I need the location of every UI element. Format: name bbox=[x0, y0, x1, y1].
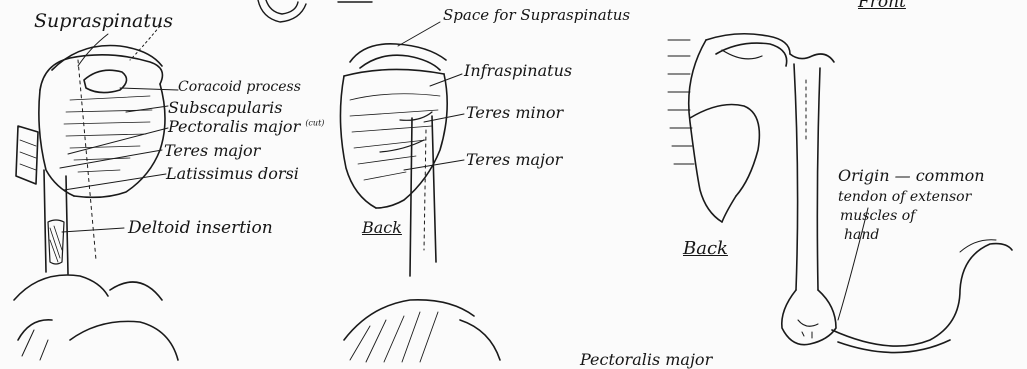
label-subscapularis: Subscapularis bbox=[168, 100, 282, 116]
label-cut: (cut) bbox=[305, 119, 324, 128]
label-coracoid-process: Coracoid process bbox=[178, 80, 301, 94]
label-latissimus-dorsi: Latissimus dorsi bbox=[166, 166, 299, 182]
label-front: Front bbox=[858, 0, 906, 11]
label-pectoralis-major: Pectoralis major (cut) bbox=[168, 119, 324, 135]
label-deltoid-insertion: Deltoid insertion bbox=[128, 220, 273, 237]
label-supraspinatus: Supraspinatus bbox=[34, 12, 173, 31]
label-infraspinatus: Infraspinatus bbox=[464, 63, 572, 79]
scapula-back-figure bbox=[340, 22, 464, 276]
label-teres-major-left: Teres major bbox=[164, 143, 260, 159]
label-origin-line1: Origin — common bbox=[838, 168, 985, 184]
label-teres-minor: Teres minor bbox=[466, 105, 563, 121]
label-origin-line3: muscles of bbox=[840, 209, 915, 223]
label-origin-line2: tendon of extensor bbox=[838, 190, 971, 204]
top-bone-fragment bbox=[258, 0, 372, 22]
label-back-right: Back bbox=[683, 240, 728, 258]
label-space-for-supraspinatus: Space for Supraspinatus bbox=[443, 8, 630, 23]
label-pectoralis-major-bottom: Pectoralis major bbox=[580, 352, 712, 368]
label-origin-line4: hand bbox=[844, 228, 879, 242]
label-back-middle: Back bbox=[362, 220, 402, 236]
bottom-partial-figures bbox=[14, 275, 500, 362]
label-teres-major-mid: Teres major bbox=[466, 152, 562, 168]
